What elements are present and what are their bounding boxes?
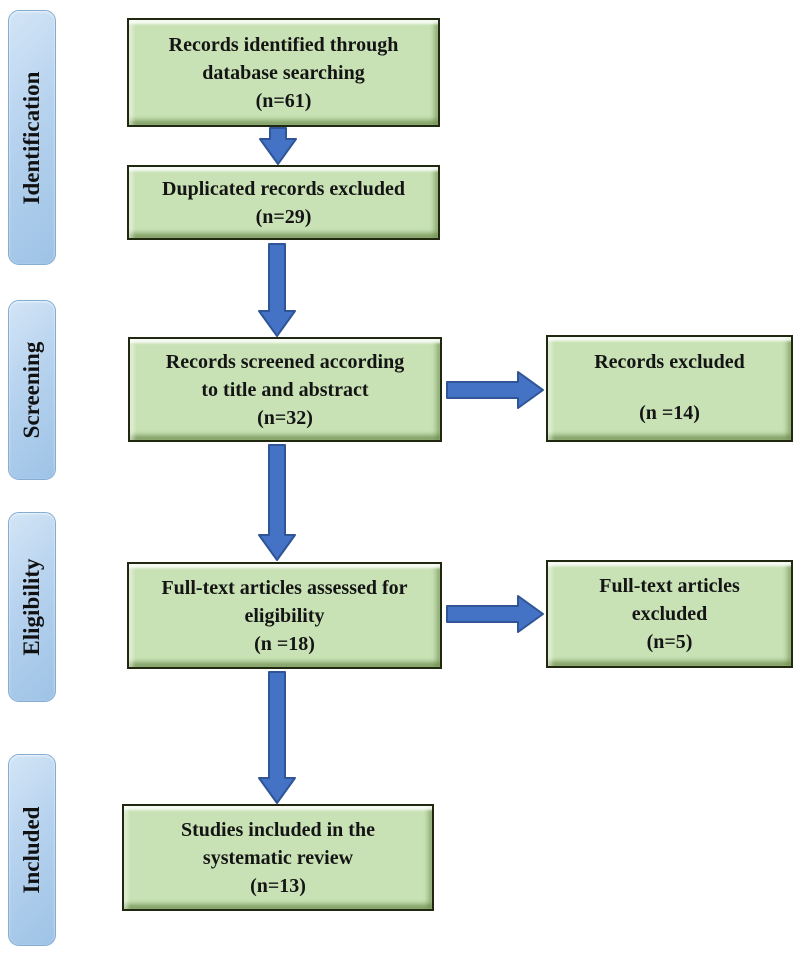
arrow-right-icon <box>446 595 544 633</box>
flow-box-studies-included: Studies included in the systematic revie… <box>122 804 434 911</box>
flow-box-records-screened-text: Records screened according to title and … <box>165 350 405 429</box>
flow-box-fulltext-assessed: Full-text articles assessed for eligibil… <box>127 562 442 669</box>
stage-identification: Identification <box>8 10 56 265</box>
flow-box-fulltext-assessed-text: Full-text articles assessed for eligibil… <box>161 576 408 655</box>
stage-label-eligibility: Eligibility <box>19 558 44 656</box>
stage-label-identification: Identification <box>19 71 44 204</box>
flow-box-records-identified-text: Records identified through database sear… <box>168 33 399 112</box>
flow-box-fulltext-excluded: Full-text articles excluded (n=5) <box>546 560 793 668</box>
flow-box-records-excluded: Records excluded (n =14) <box>546 335 793 442</box>
arrow-down-icon <box>258 444 296 561</box>
stage-included: Included <box>8 754 56 946</box>
arrow-down-icon <box>259 127 297 165</box>
flow-box-duplicates-excluded: Duplicated records excluded (n=29) <box>127 165 440 240</box>
flow-box-fulltext-excluded-text: Full-text articles excluded (n=5) <box>599 575 740 653</box>
flow-box-records-identified: Records identified through database sear… <box>127 18 440 127</box>
flow-box-studies-included-text: Studies included in the systematic revie… <box>181 818 375 897</box>
stage-label-screening: Screening <box>19 341 44 439</box>
stage-eligibility: Eligibility <box>8 512 56 702</box>
flow-box-records-excluded-text: Records excluded (n =14) <box>594 351 745 425</box>
flow-box-records-screened: Records screened according to title and … <box>128 337 442 442</box>
arrow-right-icon <box>446 371 544 409</box>
stage-screening: Screening <box>8 300 56 480</box>
arrow-down-icon <box>258 671 296 804</box>
flow-box-duplicates-excluded-text: Duplicated records excluded (n=29) <box>162 177 405 228</box>
stage-label-included: Included <box>19 806 44 894</box>
arrow-down-icon <box>258 243 296 337</box>
